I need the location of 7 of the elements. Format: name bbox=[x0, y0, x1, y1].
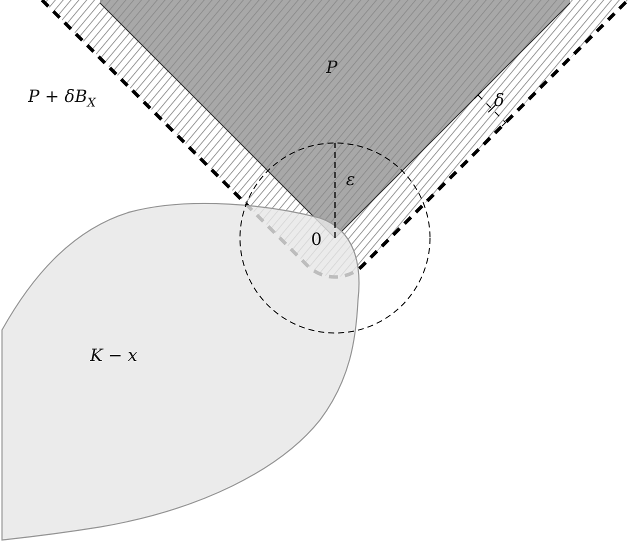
region-label: K − x bbox=[90, 346, 138, 366]
origin-label: 0 bbox=[311, 230, 322, 250]
region-label: P + δB$_{X}$ bbox=[28, 87, 96, 107]
region-label: P bbox=[326, 58, 338, 78]
set-region bbox=[1, 202, 360, 541]
radius-label: ε bbox=[346, 170, 356, 190]
width-label: δ bbox=[494, 91, 504, 111]
